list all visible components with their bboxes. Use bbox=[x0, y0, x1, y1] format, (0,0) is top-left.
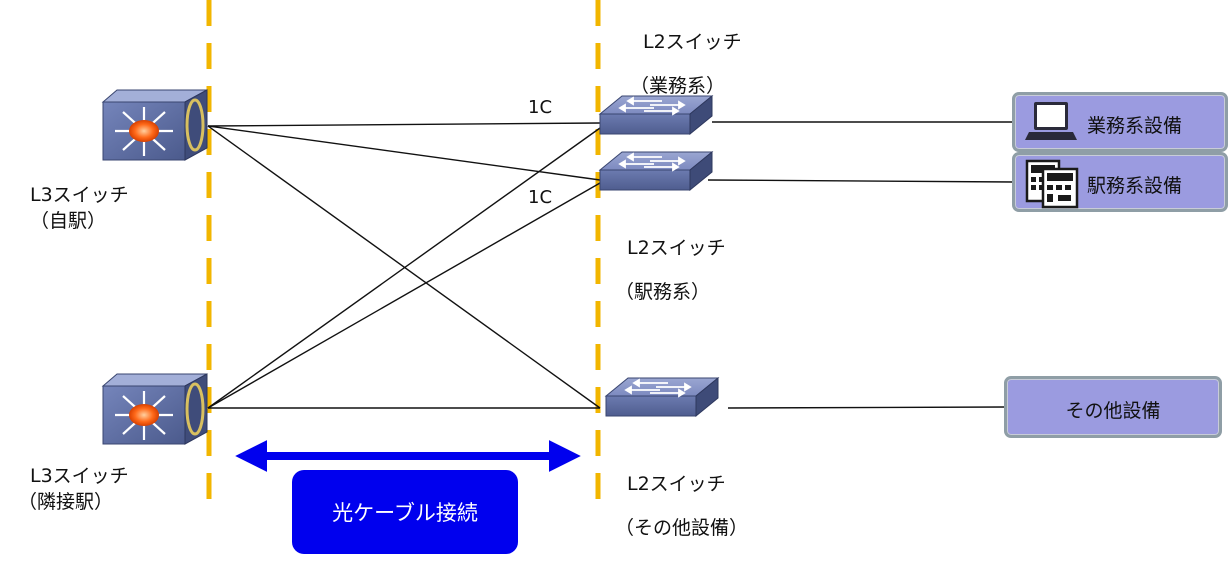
fiber-connection-label: 光ケーブル接続 bbox=[332, 501, 478, 525]
l2-other-label: L2スイッチ （その他設備） bbox=[615, 462, 748, 550]
link-label-business: 1C bbox=[528, 97, 553, 118]
link-label-station: 1C bbox=[528, 187, 553, 208]
business-equipment-label: 業務系設備 bbox=[1087, 115, 1183, 137]
connections bbox=[207, 121, 1015, 409]
other-equipment-label: その他設備 bbox=[1065, 400, 1161, 422]
l3-own-name: L3スイッチ bbox=[30, 184, 129, 206]
link-own-station bbox=[207, 125, 601, 181]
l3-adjacent-name: L3スイッチ bbox=[30, 465, 129, 487]
other-equipment-box: その他設備 bbox=[1004, 376, 1222, 438]
l2-other-sub: （その他設備） bbox=[615, 517, 749, 539]
l2-business-sub: （業務系） bbox=[630, 75, 726, 97]
link-adj-station bbox=[207, 182, 601, 409]
link-own-other bbox=[207, 125, 601, 409]
l2-business-label: L2スイッチ （業務系） bbox=[630, 20, 742, 108]
laptop-icon bbox=[1025, 102, 1077, 140]
l3-own-sub: （自駅） bbox=[30, 210, 107, 232]
link-own-business bbox=[207, 122, 601, 127]
business-equipment-box: 業務系設備 bbox=[1012, 92, 1228, 152]
link-adj-business bbox=[207, 127, 601, 409]
ticket-machine-icon bbox=[1025, 159, 1079, 209]
link-station-equipment bbox=[707, 179, 1015, 183]
l2-other-name: L2スイッチ bbox=[627, 473, 726, 495]
l2-business-name: L2スイッチ bbox=[643, 31, 742, 53]
l3-switch-adjacent-icon bbox=[101, 372, 209, 446]
l3-adjacent-label: L3スイッチ （隣接駅） bbox=[18, 463, 129, 515]
l3-own-label: L3スイッチ （自駅） bbox=[30, 182, 129, 234]
l2-station-name: L2スイッチ bbox=[627, 237, 726, 259]
l2-switch-station-icon bbox=[599, 151, 713, 191]
l2-station-label: L2スイッチ （駅務系） bbox=[615, 226, 726, 314]
link-other-equipment bbox=[727, 406, 1007, 409]
fiber-connection-box: 光ケーブル接続 bbox=[292, 470, 518, 554]
l2-station-sub: （駅務系） bbox=[615, 281, 711, 303]
l2-switch-other-icon bbox=[605, 377, 719, 417]
station-equipment-box: 駅務系設備 bbox=[1012, 152, 1228, 212]
station-equipment-label: 駅務系設備 bbox=[1087, 175, 1183, 197]
l3-switch-own-icon bbox=[101, 88, 209, 162]
l3-adjacent-sub: （隣接駅） bbox=[18, 491, 114, 513]
